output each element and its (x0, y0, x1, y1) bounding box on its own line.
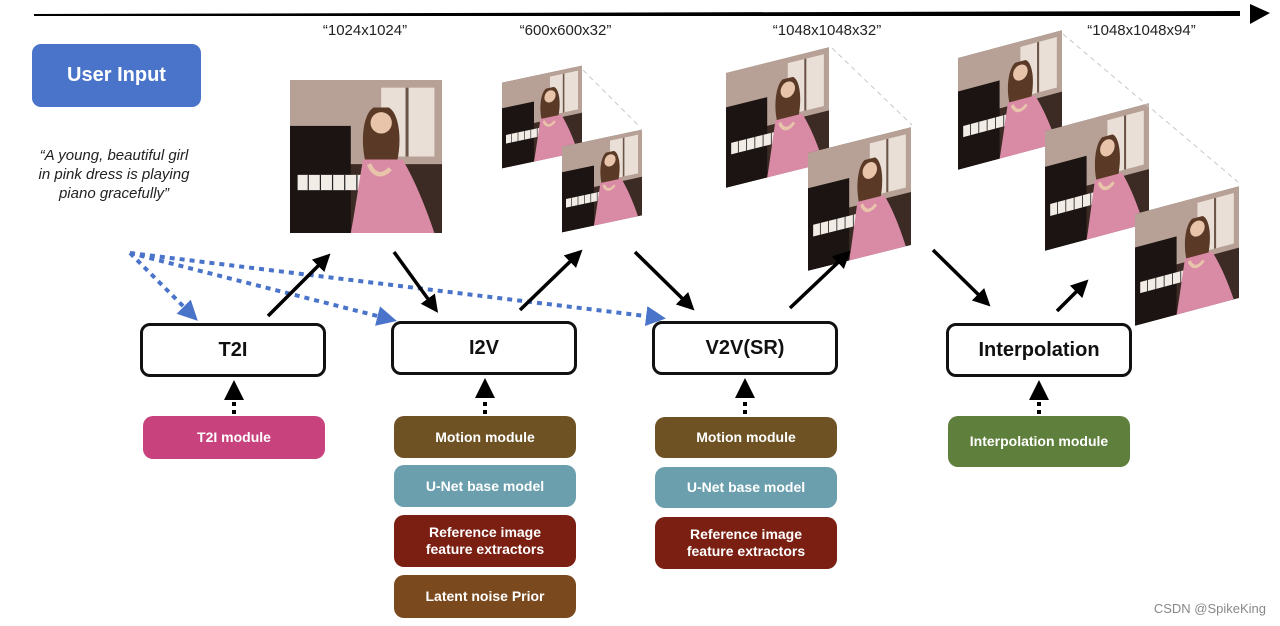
v2v-unet-box: U-Net base model (655, 467, 837, 508)
timeline-arrow (34, 4, 1270, 24)
latent-noise-label: Latent noise Prior (425, 588, 545, 604)
prompt-to-v2v-arrow (129, 251, 666, 326)
interp-frame-image (1135, 186, 1239, 326)
t2i-output-image (290, 80, 442, 233)
prompt-text: “A young, beautiful girl in pink dress i… (14, 146, 214, 203)
resolution-label-i2v: “600x600x32” (519, 22, 612, 39)
unet-label: U-Net base model (425, 477, 545, 494)
prompt-line: “A young, beautiful girl (39, 147, 189, 164)
stage-interpolation: Interpolation (946, 323, 1132, 377)
stage-v2v: V2V(SR) (652, 321, 838, 375)
user-input-box: User Input (32, 44, 201, 107)
stage-interpolation-label: Interpolation (978, 338, 1100, 361)
interpolation-module-label: Interpolation module (969, 433, 1109, 449)
i2v-motion-module-box: Motion module (394, 416, 576, 458)
resolution-label-t2i: “1024x1024” (322, 22, 408, 39)
v2v-frame-image (808, 127, 911, 271)
frames-to-v2v-arrow (633, 250, 695, 311)
interp-to-frames-arrow (1055, 279, 1089, 313)
v2v-motion-module-box: Motion module (655, 417, 837, 458)
user-input-label: User Input (67, 64, 166, 86)
i2v-latent-noise-box: Latent noise Prior (394, 575, 576, 618)
reference-label: Reference image feature extractors (686, 526, 806, 559)
image-to-i2v-arrow (392, 250, 439, 313)
frames-to-interp-arrow (931, 248, 991, 307)
stage-v2v-label: V2V(SR) (705, 336, 785, 359)
resolution-label-interp: “1048x1048x94” (1087, 22, 1196, 39)
reference-label: Reference image feature extractors (425, 524, 545, 557)
stage-t2i: T2I (140, 323, 326, 377)
stage-i2v-label: I2V (468, 336, 500, 359)
module-to-stage-arrows (224, 378, 1049, 414)
prompt-line: piano gracefully” (58, 185, 170, 202)
t2i-to-image-arrow (266, 253, 331, 318)
v2v-reference-box: Reference image feature extractors (655, 517, 837, 569)
i2v-to-frames-arrow (518, 249, 583, 312)
motion-module-label: Motion module (435, 428, 535, 445)
motion-module-label: Motion module (696, 429, 796, 445)
watermark: CSDN @SpikeKing (1153, 601, 1266, 616)
i2v-frame-image (562, 129, 642, 233)
t2i-module-box: T2I module (143, 416, 325, 459)
prompt-line: in pink dress is playing (38, 166, 190, 183)
prompt-to-i2v-arrow (129, 251, 397, 326)
stage-i2v: I2V (391, 321, 577, 375)
t2i-module-label: T2I module (197, 429, 271, 445)
stage-t2i-label: T2I (218, 338, 248, 361)
i2v-reference-box: Reference image feature extractors (394, 515, 576, 567)
resolution-label-v2v: “1048x1048x32” (772, 22, 882, 39)
flow-arrows (266, 248, 1089, 318)
prompt-to-t2i-arrow (128, 251, 198, 321)
unet-label: U-Net base model (686, 479, 806, 495)
interpolation-module-box: Interpolation module (948, 416, 1130, 467)
i2v-unet-box: U-Net base model (394, 465, 576, 507)
prompt-dashed-arrows (128, 251, 666, 326)
